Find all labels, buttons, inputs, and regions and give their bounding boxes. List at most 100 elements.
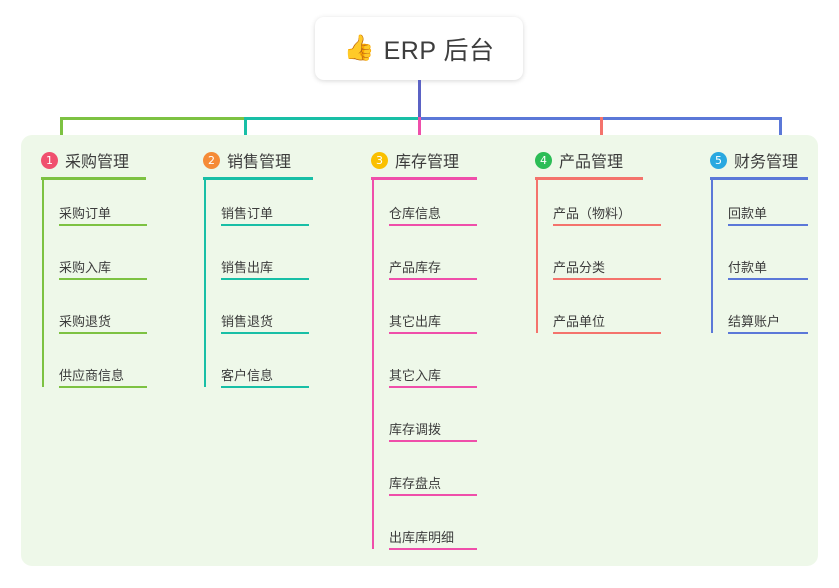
leaf-node[interactable]: 库存调拨 bbox=[389, 419, 477, 442]
branch-label-5: 财务管理 bbox=[734, 154, 799, 171]
branch-header-3[interactable]: 3 库存管理 bbox=[371, 148, 459, 172]
connector-drop-col1 bbox=[60, 117, 63, 150]
leaf-node[interactable]: 回款单 bbox=[728, 203, 808, 226]
leaf-rule bbox=[389, 440, 477, 442]
leaf-label: 其它入库 bbox=[389, 368, 442, 383]
leaf-rule bbox=[221, 224, 309, 226]
leaf-rule bbox=[221, 278, 309, 280]
leaf-rule bbox=[221, 332, 309, 334]
branch-header-1[interactable]: 1 采购管理 bbox=[41, 148, 129, 172]
branch-rule-3 bbox=[371, 177, 477, 180]
leaf-rule bbox=[553, 278, 661, 280]
leaf-label: 销售出库 bbox=[221, 260, 274, 275]
branch-rule-2 bbox=[203, 177, 313, 180]
leaf-rule bbox=[728, 332, 808, 334]
root-title-card[interactable]: 👍 ERP 后台 bbox=[315, 17, 523, 80]
branch-header-5[interactable]: 5 财务管理 bbox=[710, 148, 798, 172]
leaf-node[interactable]: 销售订单 bbox=[221, 203, 309, 226]
branch-header-2[interactable]: 2 销售管理 bbox=[203, 148, 291, 172]
leaf-label: 产品单位 bbox=[553, 314, 606, 329]
leaf-node[interactable]: 其它出库 bbox=[389, 311, 477, 334]
leaf-rule bbox=[728, 224, 808, 226]
branch-trunk-5 bbox=[711, 180, 713, 333]
leaf-rule bbox=[728, 278, 808, 280]
branch-column-4: 4 产品管理产品（物料） 产品分类产品单位 bbox=[535, 135, 715, 566]
connector-drop-col2 bbox=[244, 117, 247, 150]
leaf-label: 结算账户 bbox=[728, 314, 781, 329]
leaf-node[interactable]: 供应商信息 bbox=[59, 365, 147, 388]
leaf-node[interactable]: 产品库存 bbox=[389, 257, 477, 280]
connector-center-stem bbox=[418, 80, 421, 118]
leaf-node[interactable]: 结算账户 bbox=[728, 311, 808, 334]
branch-badge-2: 2 bbox=[203, 151, 220, 169]
branch-label-3: 库存管理 bbox=[395, 154, 460, 171]
leaf-label: 回款单 bbox=[728, 206, 768, 221]
leaf-rule bbox=[553, 224, 661, 226]
branch-badge-3: 3 bbox=[371, 151, 388, 169]
leaf-label: 库存调拨 bbox=[389, 422, 442, 437]
branch-column-1: 1 采购管理采购订单采购入库采购退货供应商信息 bbox=[41, 135, 221, 566]
branch-label-1: 采购管理 bbox=[65, 154, 130, 171]
leaf-node[interactable]: 出库库明细 bbox=[389, 527, 477, 550]
branch-trunk-3 bbox=[372, 180, 374, 549]
leaf-rule bbox=[389, 494, 477, 496]
leaf-rule bbox=[389, 386, 477, 388]
leaf-label: 采购退货 bbox=[59, 314, 112, 329]
connector-bus-green bbox=[60, 117, 247, 120]
branch-rule-1 bbox=[41, 177, 146, 180]
leaf-label: 其它出库 bbox=[389, 314, 442, 329]
connector-drop-col4 bbox=[600, 117, 603, 150]
thumbs-up-emoji: 👍 bbox=[343, 34, 375, 62]
leaf-node[interactable]: 采购入库 bbox=[59, 257, 147, 280]
branch-header-4[interactable]: 4 产品管理 bbox=[535, 148, 623, 172]
leaf-label: 采购订单 bbox=[59, 206, 112, 221]
leaf-label: 采购入库 bbox=[59, 260, 112, 275]
leaf-label: 出库库明细 bbox=[389, 530, 455, 545]
leaf-node[interactable]: 库存盘点 bbox=[389, 473, 477, 496]
leaf-rule bbox=[389, 224, 477, 226]
leaf-rule bbox=[59, 224, 147, 226]
leaf-label: 产品（物料） bbox=[553, 206, 632, 221]
connector-drop-col3 bbox=[418, 117, 421, 150]
branch-label-2: 销售管理 bbox=[227, 154, 292, 171]
connector-bus-teal bbox=[244, 117, 421, 120]
leaf-rule bbox=[59, 386, 147, 388]
leaf-node[interactable]: 产品（物料） bbox=[553, 203, 661, 226]
leaf-label: 付款单 bbox=[728, 260, 768, 275]
leaf-rule bbox=[389, 332, 477, 334]
leaf-node[interactable]: 客户信息 bbox=[221, 365, 309, 388]
leaf-label: 供应商信息 bbox=[59, 368, 125, 383]
branch-rule-5 bbox=[710, 177, 808, 180]
leaf-rule bbox=[389, 278, 477, 280]
branch-column-2: 2 销售管理销售订单销售出库销售退货客户信息 bbox=[203, 135, 383, 566]
leaf-node[interactable]: 付款单 bbox=[728, 257, 808, 280]
branch-badge-4: 4 bbox=[535, 151, 552, 169]
root-title-text: ERP 后台 bbox=[383, 36, 495, 65]
leaf-node[interactable]: 采购退货 bbox=[59, 311, 147, 334]
leaf-node[interactable]: 销售退货 bbox=[221, 311, 309, 334]
leaf-node[interactable]: 采购订单 bbox=[59, 203, 147, 226]
leaf-rule bbox=[59, 278, 147, 280]
leaf-label: 客户信息 bbox=[221, 368, 274, 383]
leaf-label: 库存盘点 bbox=[389, 476, 442, 491]
branch-column-3: 3 库存管理仓库信息产品库存其它出库其它入库库存调拨库存盘点出库库明细 bbox=[371, 135, 551, 566]
branch-trunk-2 bbox=[204, 180, 206, 387]
leaf-label: 仓库信息 bbox=[389, 206, 442, 221]
leaf-node[interactable]: 仓库信息 bbox=[389, 203, 477, 226]
leaf-rule bbox=[59, 332, 147, 334]
leaf-rule bbox=[221, 386, 309, 388]
leaf-label: 产品库存 bbox=[389, 260, 442, 275]
leaf-rule bbox=[389, 548, 477, 550]
leaf-node[interactable]: 销售出库 bbox=[221, 257, 309, 280]
branch-badge-1: 1 bbox=[41, 151, 58, 169]
leaf-node[interactable]: 产品分类 bbox=[553, 257, 661, 280]
branch-badge-5: 5 bbox=[710, 151, 727, 169]
branch-rule-4 bbox=[535, 177, 643, 180]
branch-trunk-1 bbox=[42, 180, 44, 387]
leaf-node[interactable]: 产品单位 bbox=[553, 311, 661, 334]
leaf-node[interactable]: 其它入库 bbox=[389, 365, 477, 388]
branch-trunk-4 bbox=[536, 180, 538, 333]
leaf-label: 产品分类 bbox=[553, 260, 606, 275]
branch-label-4: 产品管理 bbox=[559, 154, 624, 171]
